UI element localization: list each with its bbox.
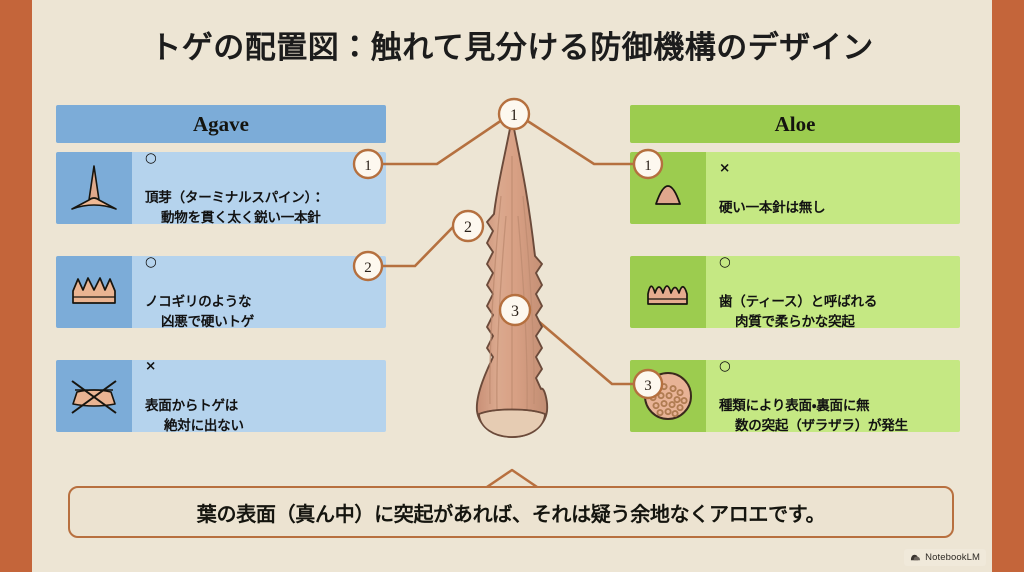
agave-row2-line1: ノコギリのような [145,294,252,310]
agave-row3-mark: × [145,360,157,374]
conclusion-callout-text: 葉の表面（真ん中）に突起があれば、それは疑う余地なくアロエです。 [196,501,826,526]
svg-text:2: 2 [464,219,472,236]
leaf-badge-3: 3 [498,293,532,327]
leaf-badge-2: 2 [451,209,485,243]
agave-row3-line2: 絶対に出ない [164,418,244,432]
aloe-row-rough-surface: ○ 種類により表面・裏面に無 数の突起（ザラザラ）が発生 [630,360,960,432]
notebooklm-watermark: NotebookLM [904,549,986,566]
conclusion-callout: 葉の表面（真ん中）に突起があれば、それは疑う余地なくアロエです。 [68,486,954,538]
aloe-row-no-hard-spine-text: × 硬い一本針は無し [706,152,960,224]
leaf-shape [475,117,549,438]
aloe-row-no-hard-spine: × 硬い一本針は無し [630,152,960,224]
aloe-row2-line2: 肉質で柔らかな突起 [735,314,855,328]
left-frame-band [0,0,32,572]
aloe-row-fleshy-teeth: ○ 歯（ティース）と呼ばれる 肉質で柔らかな突起 [630,256,960,328]
agave-row1-line1: 頂芽（ターミナルスパイン）： [145,190,325,206]
aloe-leaf-illustration: 1 2 3 [362,96,662,456]
panel-aloe: Aloe × 硬い一本針は無し [630,105,960,432]
aloe-row3-line1: 種類により表面・裏面に無 [719,398,870,414]
page-title: トゲの配置図：触れて見分ける防御機構のデザイン [150,30,874,66]
agave-row-saw-tooth: ○ ノコギリのような 凶悪で硬いトゲ [56,256,386,328]
saw-tooth-icon [56,256,132,328]
right-frame-band [992,0,1024,572]
terminal-spine-icon [56,152,132,224]
agave-row-no-surface-spine-text: × 表面からトゲは 絶対に出ない [132,360,386,432]
agave-row2-line2: 凶悪で硬いトゲ [161,314,255,328]
panel-agave: Agave ○ 頂芽（ターミナルスパイン）： 動物を貫く太く鋭い一本針 [56,105,386,432]
infographic-canvas: トゲの配置図：触れて見分ける防御機構のデザイン Agave ○ 頂芽（ターミナル… [32,0,992,572]
aloe-row3-line2: 数の突起（ザラザラ）が発生 [735,418,908,432]
agave-row3-line1: 表面からトゲは [145,398,239,414]
svg-text:3: 3 [511,303,519,320]
fleshy-teeth-icon [630,256,706,328]
aloe-row1-mark: × [719,159,731,176]
aloe-row-fleshy-teeth-text: ○ 歯（ティース）と呼ばれる 肉質で柔らかな突起 [706,256,960,328]
panel-aloe-header: Aloe [630,105,960,143]
agave-row-no-surface-spine: × 表面からトゲは 絶対に出ない [56,360,386,432]
notebooklm-watermark-label: NotebookLM [925,552,980,563]
aloe-row-rough-surface-text: ○ 種類により表面・裏面に無 数の突起（ザラザラ）が発生 [706,360,960,432]
agave-row2-mark: ○ [145,256,157,270]
svg-text:1: 1 [510,107,518,124]
agave-row-terminal-spine: ○ 頂芽（ターミナルスパイン）： 動物を貫く太く鋭い一本針 [56,152,386,224]
notebooklm-logo-icon [911,554,921,561]
aloe-row3-mark: ○ [719,360,731,374]
agave-row1-line2: 動物を貫く太く鋭い一本針 [161,210,321,224]
panel-agave-header: Agave [56,105,386,143]
agave-row1-mark: ○ [145,152,157,166]
smooth-surface-crossed-icon [56,360,132,432]
aloe-row1-line1: 硬い一本針は無し [719,200,826,217]
agave-row-saw-tooth-text: ○ ノコギリのような 凶悪で硬いトゲ [132,256,386,328]
agave-row-terminal-spine-text: ○ 頂芽（ターミナルスパイン）： 動物を貫く太く鋭い一本針 [132,152,386,224]
aloe-row2-mark: ○ [719,256,731,270]
leaf-badge-1: 1 [497,97,531,131]
aloe-row2-line1: 歯（ティース）と呼ばれる [719,294,878,310]
